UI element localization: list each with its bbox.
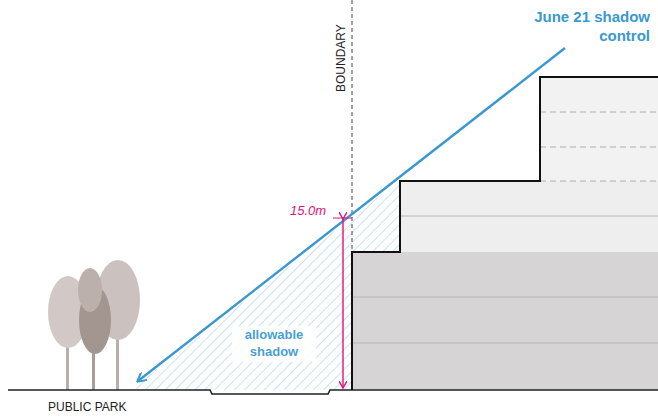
middle-tier <box>400 181 658 252</box>
park-label: PUBLIC PARK <box>48 401 126 415</box>
control-line-label: June 21 shadow control <box>500 8 650 46</box>
trees <box>48 260 140 390</box>
podium <box>352 252 658 390</box>
building-outline <box>352 77 658 390</box>
shadow-label: allowable shadow <box>232 326 316 362</box>
boundary-label: BOUNDARY <box>335 24 349 92</box>
dimension-label: 15.0m <box>290 204 326 219</box>
upper-tier <box>540 77 658 181</box>
ground-line <box>8 390 658 394</box>
dashed-floor-lines <box>540 112 658 181</box>
dimension-tick <box>333 218 352 219</box>
height-dimension <box>342 219 343 388</box>
shadow-control-line <box>138 48 565 381</box>
shadow-hatch <box>130 180 400 390</box>
